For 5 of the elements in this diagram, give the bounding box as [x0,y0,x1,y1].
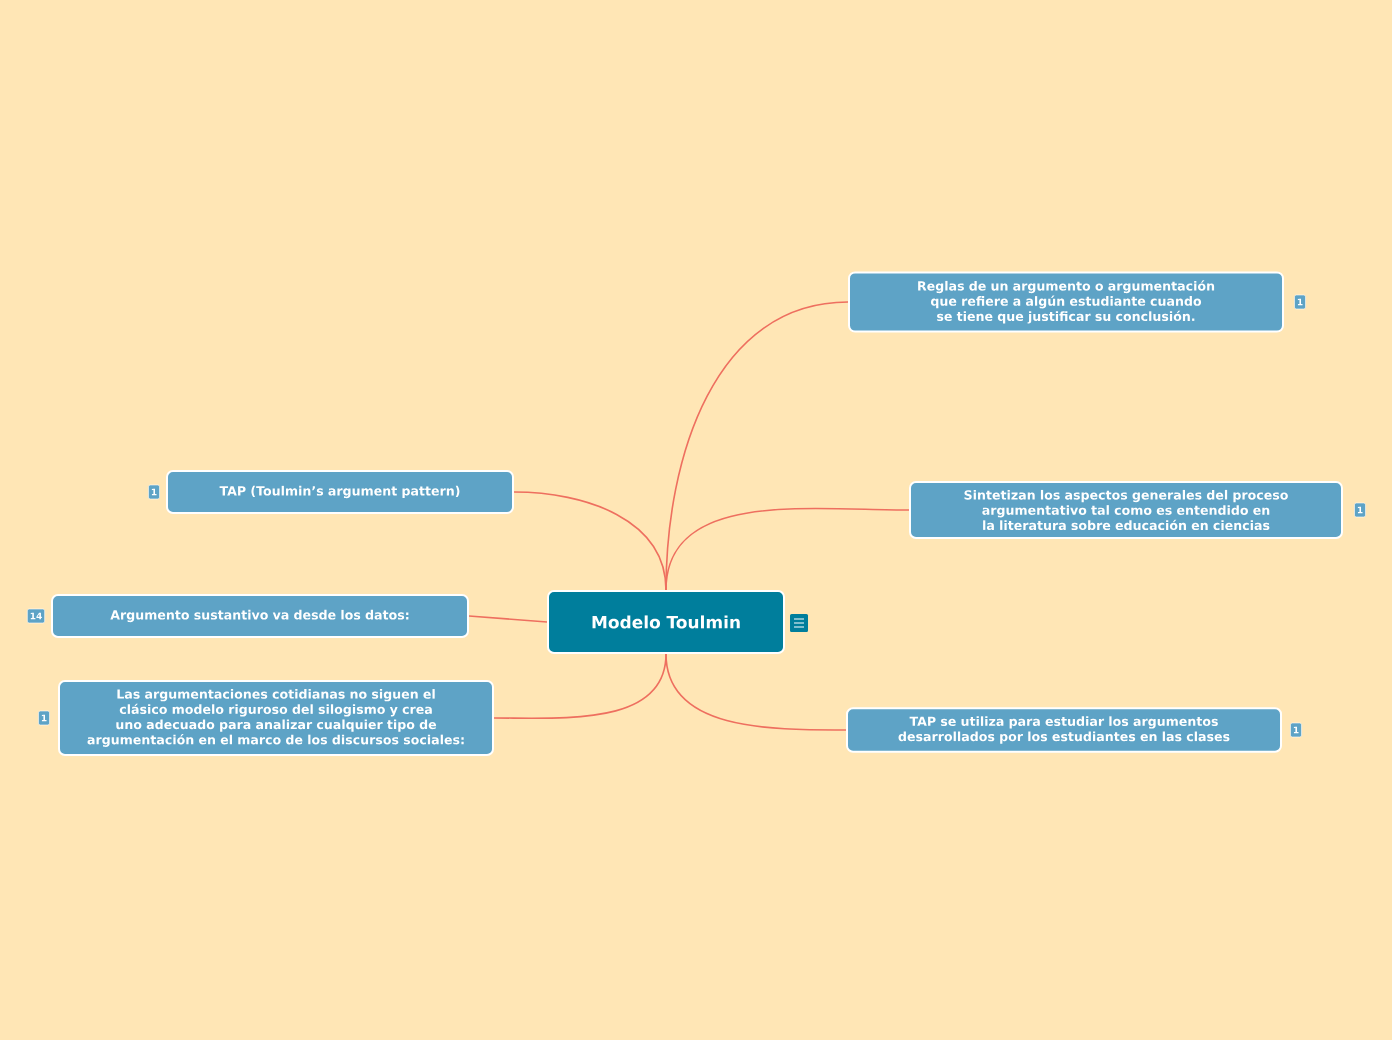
central-topic-box: Modelo Toulmin [547,590,785,654]
connector-line [468,615,548,623]
connector-line [493,653,667,720]
connector-line [513,491,667,591]
connector-line [665,507,910,591]
